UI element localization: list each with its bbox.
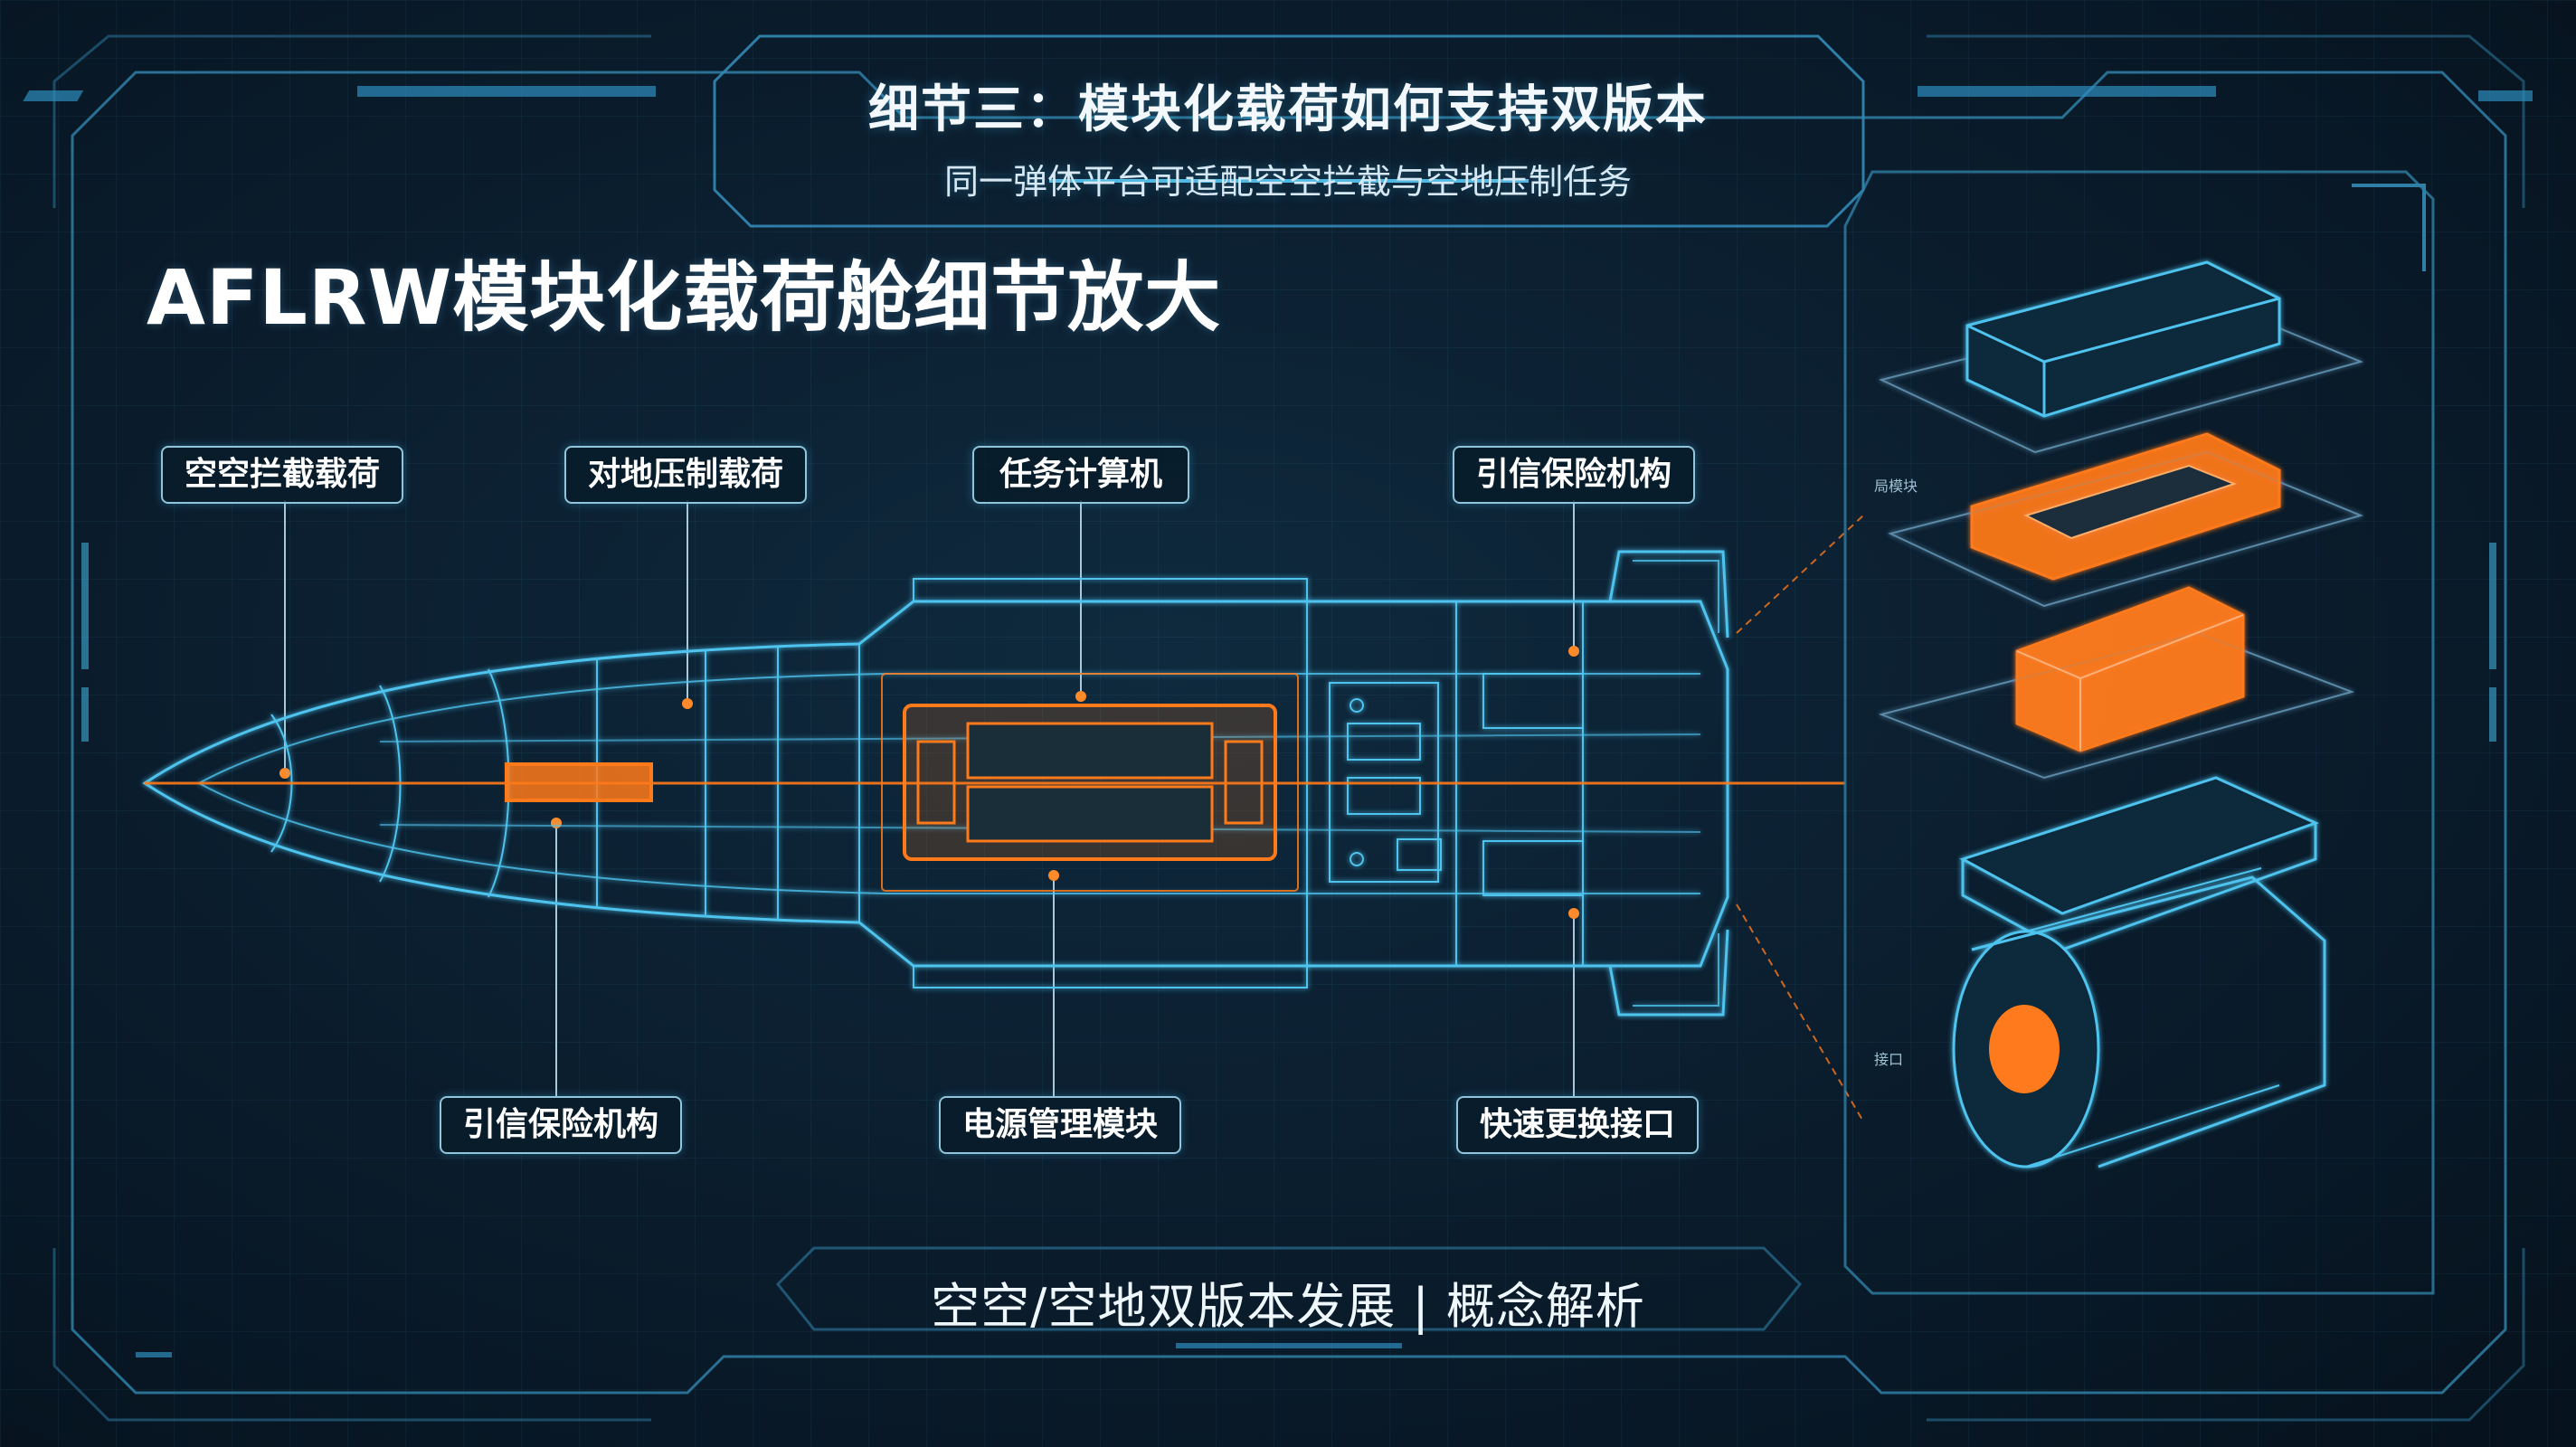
callout-power-management: 电源管理模块 bbox=[939, 1096, 1181, 1154]
leader-lines bbox=[284, 500, 1575, 1096]
exploded-view-stack bbox=[1878, 260, 2364, 1168]
exploded-view-frame bbox=[1843, 170, 2435, 1295]
subtitle: 同一弹体平台可适配空空拦截与空地压制任务 bbox=[943, 162, 1632, 202]
callout-fuze-safety-top: 引信保险机构 bbox=[1453, 446, 1695, 504]
exploded-label-module: 局模块 bbox=[1874, 478, 1918, 495]
footer-caption: 空空/空地双版本发展 | 概念解析 bbox=[931, 1278, 1645, 1335]
callout-mission-computer: 任务计算机 bbox=[972, 446, 1189, 504]
callout-ground-suppression-payload: 对地压制载荷 bbox=[564, 446, 807, 504]
main-title: 细节三：模块化载荷如何支持双版本 bbox=[868, 80, 1708, 139]
callout-fuze-safety-bottom: 引信保险机构 bbox=[440, 1096, 682, 1154]
exploded-label-interface: 接口 bbox=[1874, 1051, 1904, 1068]
callout-quick-change-interface: 快速更换接口 bbox=[1456, 1096, 1699, 1154]
section-title: AFLRW模块化载荷舱细节放大 bbox=[147, 253, 1222, 342]
callout-air-to-air-payload: 空空拦截载荷 bbox=[161, 446, 403, 504]
